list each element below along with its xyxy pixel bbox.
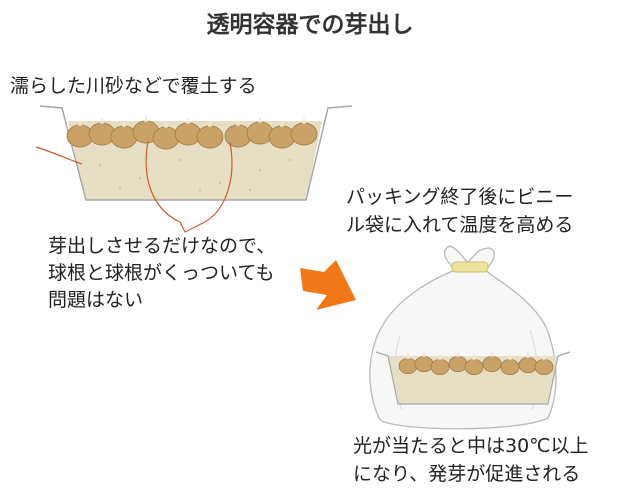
note-line: 問題はない	[48, 289, 144, 311]
plastic-bag-label: パッキング終了後にビニー ル袋に入れて温度を高める	[346, 183, 573, 239]
bulb-sprout	[542, 352, 546, 360]
bulb-sprout	[406, 351, 410, 359]
bulb-row	[398, 349, 554, 376]
bulb	[482, 355, 502, 373]
diagram-title: 透明容器での芽出し	[206, 12, 414, 38]
bulb	[448, 355, 468, 373]
bulb	[414, 355, 434, 373]
bulb	[246, 121, 274, 145]
bulb	[464, 358, 484, 376]
bulb-sprout	[186, 116, 190, 124]
next-step-arrow	[300, 260, 356, 310]
light-label-line: になり、発芽が促進される	[353, 463, 581, 485]
bulb	[430, 358, 450, 376]
bulb-sprout	[236, 118, 240, 126]
bulb-sprout	[78, 118, 82, 126]
bulb-sprout	[302, 116, 306, 124]
bulb	[196, 125, 224, 149]
bulb-sprout	[508, 352, 512, 360]
bulb-sprout	[208, 119, 212, 127]
bulb-sprout	[280, 119, 284, 127]
bulb-row	[66, 114, 318, 150]
bulb	[290, 122, 318, 146]
bagged-container	[375, 349, 571, 405]
bulb-sprout	[438, 352, 442, 360]
callout-lines	[35, 140, 233, 233]
bulb-sprout	[164, 120, 168, 128]
note-line: 芽出しさせるだけなので、	[48, 235, 276, 257]
cover-soil-label: 濡らした川砂などで覆土する	[10, 75, 257, 97]
note-line: 球根と球根がくっついても	[48, 262, 275, 284]
bulb-sprout	[526, 350, 530, 358]
bulb-sprout	[144, 114, 148, 122]
bulb-sprout	[490, 349, 494, 357]
bulb	[152, 126, 180, 150]
bulb-sprout	[122, 119, 126, 127]
bulb-sprout	[100, 116, 104, 124]
sand-specks	[99, 159, 291, 191]
bulb-sprout	[456, 349, 460, 357]
bulb	[500, 358, 520, 376]
pack-label-line: パッキング終了後にビニー	[346, 186, 574, 208]
transparent-container	[39, 105, 353, 201]
bulb	[534, 358, 554, 376]
bulb-sprout	[472, 352, 476, 360]
warming-label: 光が当たると中は30℃以上 になり、発芽が促進される	[353, 432, 589, 488]
bulbs-touching-note: 芽出しさせるだけなので、 球根と球根がくっついても 問題はない	[48, 233, 275, 314]
pack-label-line: ル袋に入れて温度を高める	[346, 214, 574, 236]
light-label-line: 光が当たると中は30℃以上	[353, 435, 589, 457]
bag-tie	[451, 261, 489, 273]
bulb	[398, 357, 418, 375]
bulb	[518, 356, 538, 374]
bulb-sprout	[258, 115, 262, 123]
bulb-sprout	[422, 349, 426, 357]
